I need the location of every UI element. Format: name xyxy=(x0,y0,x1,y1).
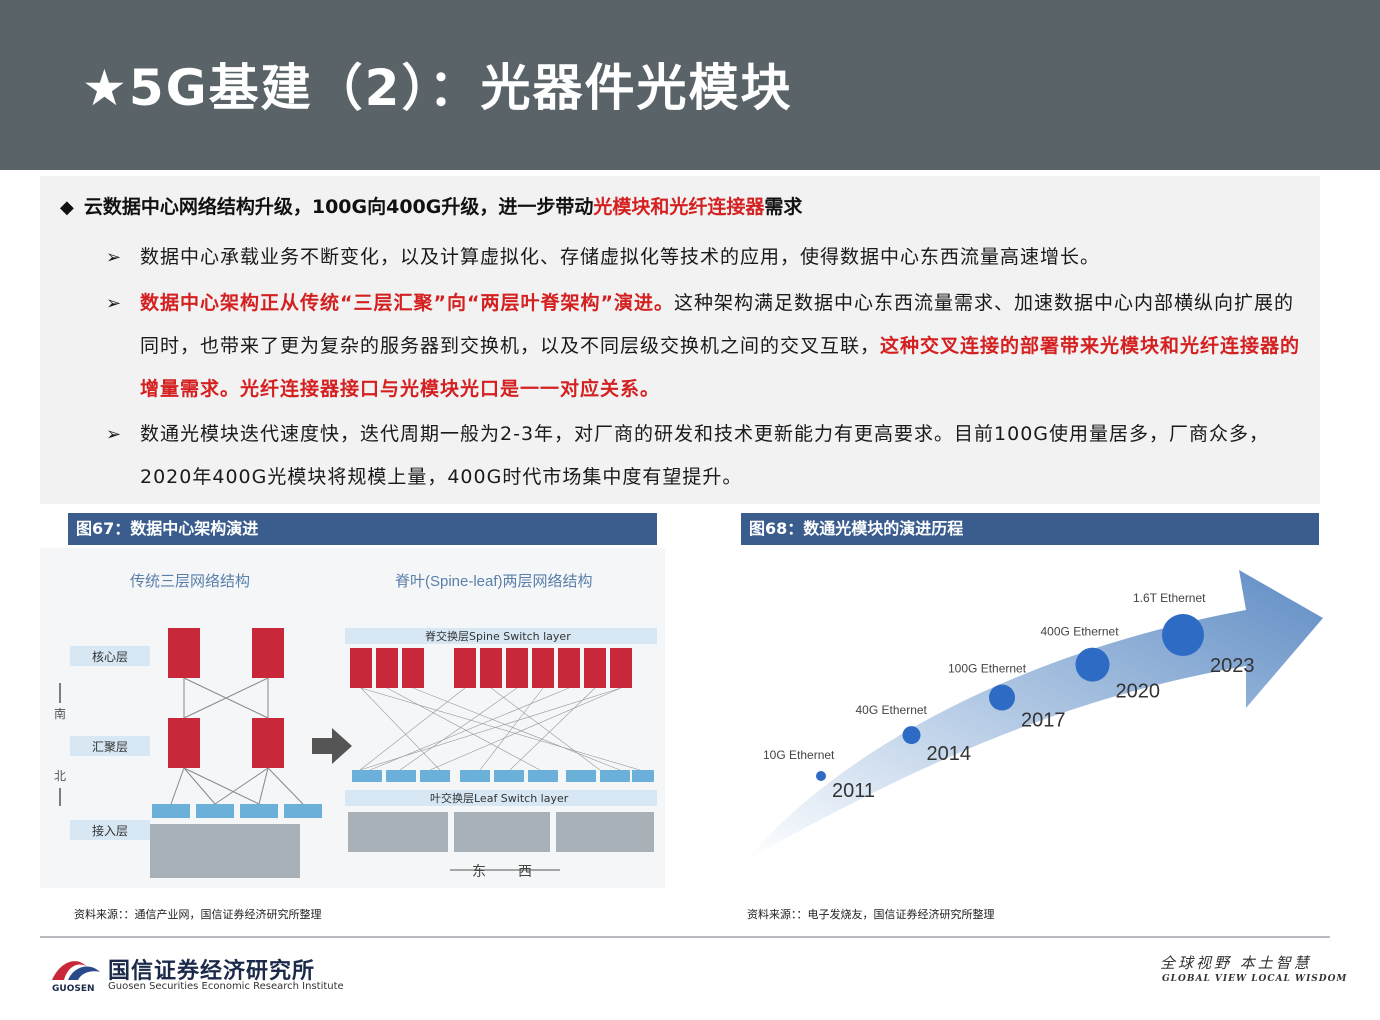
sub-point-red-1: 数据中心架构正从传统“三层汇聚”向“两层叶脊架构”演进。 xyxy=(140,292,674,314)
page-title: ★5G基建（2）：光器件光模块 xyxy=(82,59,793,117)
main-bullet-suffix: 需求 xyxy=(764,196,803,218)
content-panel xyxy=(40,176,1320,504)
milestone-year: 2017 xyxy=(1021,710,1066,732)
arrow-bullet-icon: ➢ xyxy=(106,424,122,445)
milestone-dot xyxy=(1162,614,1204,656)
agg-switch xyxy=(252,718,284,768)
vertical-label-bottom: 北 xyxy=(54,769,66,783)
main-bullet-highlight: 光模块和光纤连接器 xyxy=(593,196,765,218)
west-label: 西 xyxy=(518,864,532,880)
core-layer-label: 核心层 xyxy=(92,650,128,664)
evolution-points: 10G Ethernet 2011 40G Ethernet 2014 100G Eth… xyxy=(763,591,1255,802)
figure-68-source: 资料来源：：电子发烧友，国信证券经济研究所整理 xyxy=(747,908,995,921)
architecture-diagram: 传统三层网络结构 脊叶(Spine-leaf)两层网络结构 核心层 汇聚层 接入… xyxy=(54,573,657,880)
agg-layer-label: 汇聚层 xyxy=(92,740,128,754)
figure-67-diagram: 传统三层网络结构 脊叶(Spine-leaf)两层网络结构 核心层 汇聚层 接入… xyxy=(40,548,665,888)
server-rack-left xyxy=(150,824,300,878)
spine-leaf-mesh xyxy=(359,687,641,771)
east-label: 东 xyxy=(472,864,486,880)
spine-layer-band xyxy=(345,628,657,644)
milestone-label: 100G Ethernet xyxy=(948,662,1027,676)
transition-arrow-icon xyxy=(312,728,352,764)
milestone-label: 1.6T Ethernet xyxy=(1133,591,1206,605)
milestone-dot xyxy=(1075,647,1110,682)
agg-access-links xyxy=(170,767,304,805)
milestone-year: 2014 xyxy=(927,743,972,765)
milestone-year: 2023 xyxy=(1210,655,1255,677)
access-switch xyxy=(196,804,234,818)
footer-company-name: 国信证券经济研究所 xyxy=(108,959,316,984)
spine-leaf-title: 脊叶(Spine-leaf)两层网络结构 xyxy=(395,573,593,590)
title-banner: ★5G基建（2）：光器件光模块 xyxy=(0,0,1380,170)
milestone-year: 2011 xyxy=(832,780,875,802)
milestone-year: 2020 xyxy=(1116,681,1161,703)
figure-68-chart: 10G Ethernet 2011 40G Ethernet 2014 100G Eth… xyxy=(741,548,1331,868)
sub-point-normal: 这种架构满足数据中心东西流量需求、加速数据中心内部横纵向扩展的同时，也带来了更为… xyxy=(140,292,1294,357)
core-layer-label-box xyxy=(70,646,150,666)
leaf-layer-band xyxy=(345,790,657,806)
figure-67-source: 资料来源：：通信产业网，国信证券经济研究所整理 xyxy=(74,908,322,921)
milestone-label: 10G Ethernet xyxy=(763,748,835,762)
sub-point-text: 数据中心架构正从传统“三层汇聚”向“两层叶脊架构”演进。这种架构满足数据中心东西… xyxy=(140,282,1310,411)
access-layer-label: 接入层 xyxy=(92,823,128,838)
figure-67-caption: 图67：数据中心架构演进 xyxy=(68,513,657,545)
footer-slogan-en: GLOBAL VIEW LOCAL WISDOM xyxy=(1162,974,1348,984)
access-switch xyxy=(152,804,190,818)
sub-point-text: 数通光模块迭代速度快，迭代周期一般为2-3年，对厂商的研发和技术更新能力有更高要… xyxy=(140,423,1270,488)
footer-company-en: Guosen Securities Economic Research Inst… xyxy=(108,981,344,992)
server-rack xyxy=(454,812,550,852)
sub-point-red-2: 这种交叉连接的部署带来光模块和光纤连接器的增量需求。光纤连接器接口与光模块光口是… xyxy=(140,335,1301,400)
sub-point-text: 数据中心承载业务不断变化，以及计算虚拟化、存储虚拟化等技术的应用，使得数据中心东… xyxy=(140,246,1101,268)
diamond-bullet-icon: ◆ xyxy=(60,197,74,218)
core-switch xyxy=(168,628,200,678)
leaf-switches xyxy=(352,770,654,782)
core-switch xyxy=(252,628,284,678)
footer-slogan: 全球视野 本土智慧 xyxy=(1160,954,1312,972)
spine-layer-label: 脊交换层Spine Switch layer xyxy=(425,629,571,643)
arrow-bullet-icon: ➢ xyxy=(106,293,122,314)
guosen-logo-icon xyxy=(52,961,100,980)
spine-switches xyxy=(350,648,632,688)
access-switches xyxy=(152,804,322,818)
leaf-layer-label: 叶交换层Leaf Switch layer xyxy=(430,791,569,805)
footer-divider xyxy=(40,936,1330,938)
core-agg-links xyxy=(183,677,269,719)
milestone-dot xyxy=(902,726,921,745)
server-rack xyxy=(348,812,448,852)
access-switch xyxy=(240,804,278,818)
vertical-label-top: 南 xyxy=(54,706,66,721)
footer-logo-wordmark: GUOSEN xyxy=(52,984,95,994)
access-switch xyxy=(284,804,322,818)
server-rack xyxy=(556,812,654,852)
milestone-label: 40G Ethernet xyxy=(856,703,928,717)
traditional-title: 传统三层网络结构 xyxy=(130,573,250,590)
figure-68-caption: 图68：数通光模块的演进历程 xyxy=(741,513,1319,545)
main-bullet: ◆ 云数据中心网络结构升级，100G向400G升级，进一步带动光模块和光纤连接器需… xyxy=(60,192,802,219)
agg-switch xyxy=(168,718,200,768)
milestone-dot xyxy=(989,684,1015,711)
evolution-chart: 10G Ethernet 2011 40G Ethernet 2014 100G Eth… xyxy=(746,570,1323,860)
main-bullet-prefix: 云数据中心网络结构升级，100G向400G升级，进一步带动 xyxy=(83,196,594,218)
agg-layer-label-box xyxy=(70,736,150,756)
access-layer-label-box xyxy=(70,820,150,840)
milestone-dot xyxy=(816,771,826,781)
arrow-bullet-icon: ➢ xyxy=(106,247,122,268)
core-switches xyxy=(168,628,284,678)
agg-switches xyxy=(168,718,284,768)
milestone-label: 400G Ethernet xyxy=(1041,625,1120,639)
